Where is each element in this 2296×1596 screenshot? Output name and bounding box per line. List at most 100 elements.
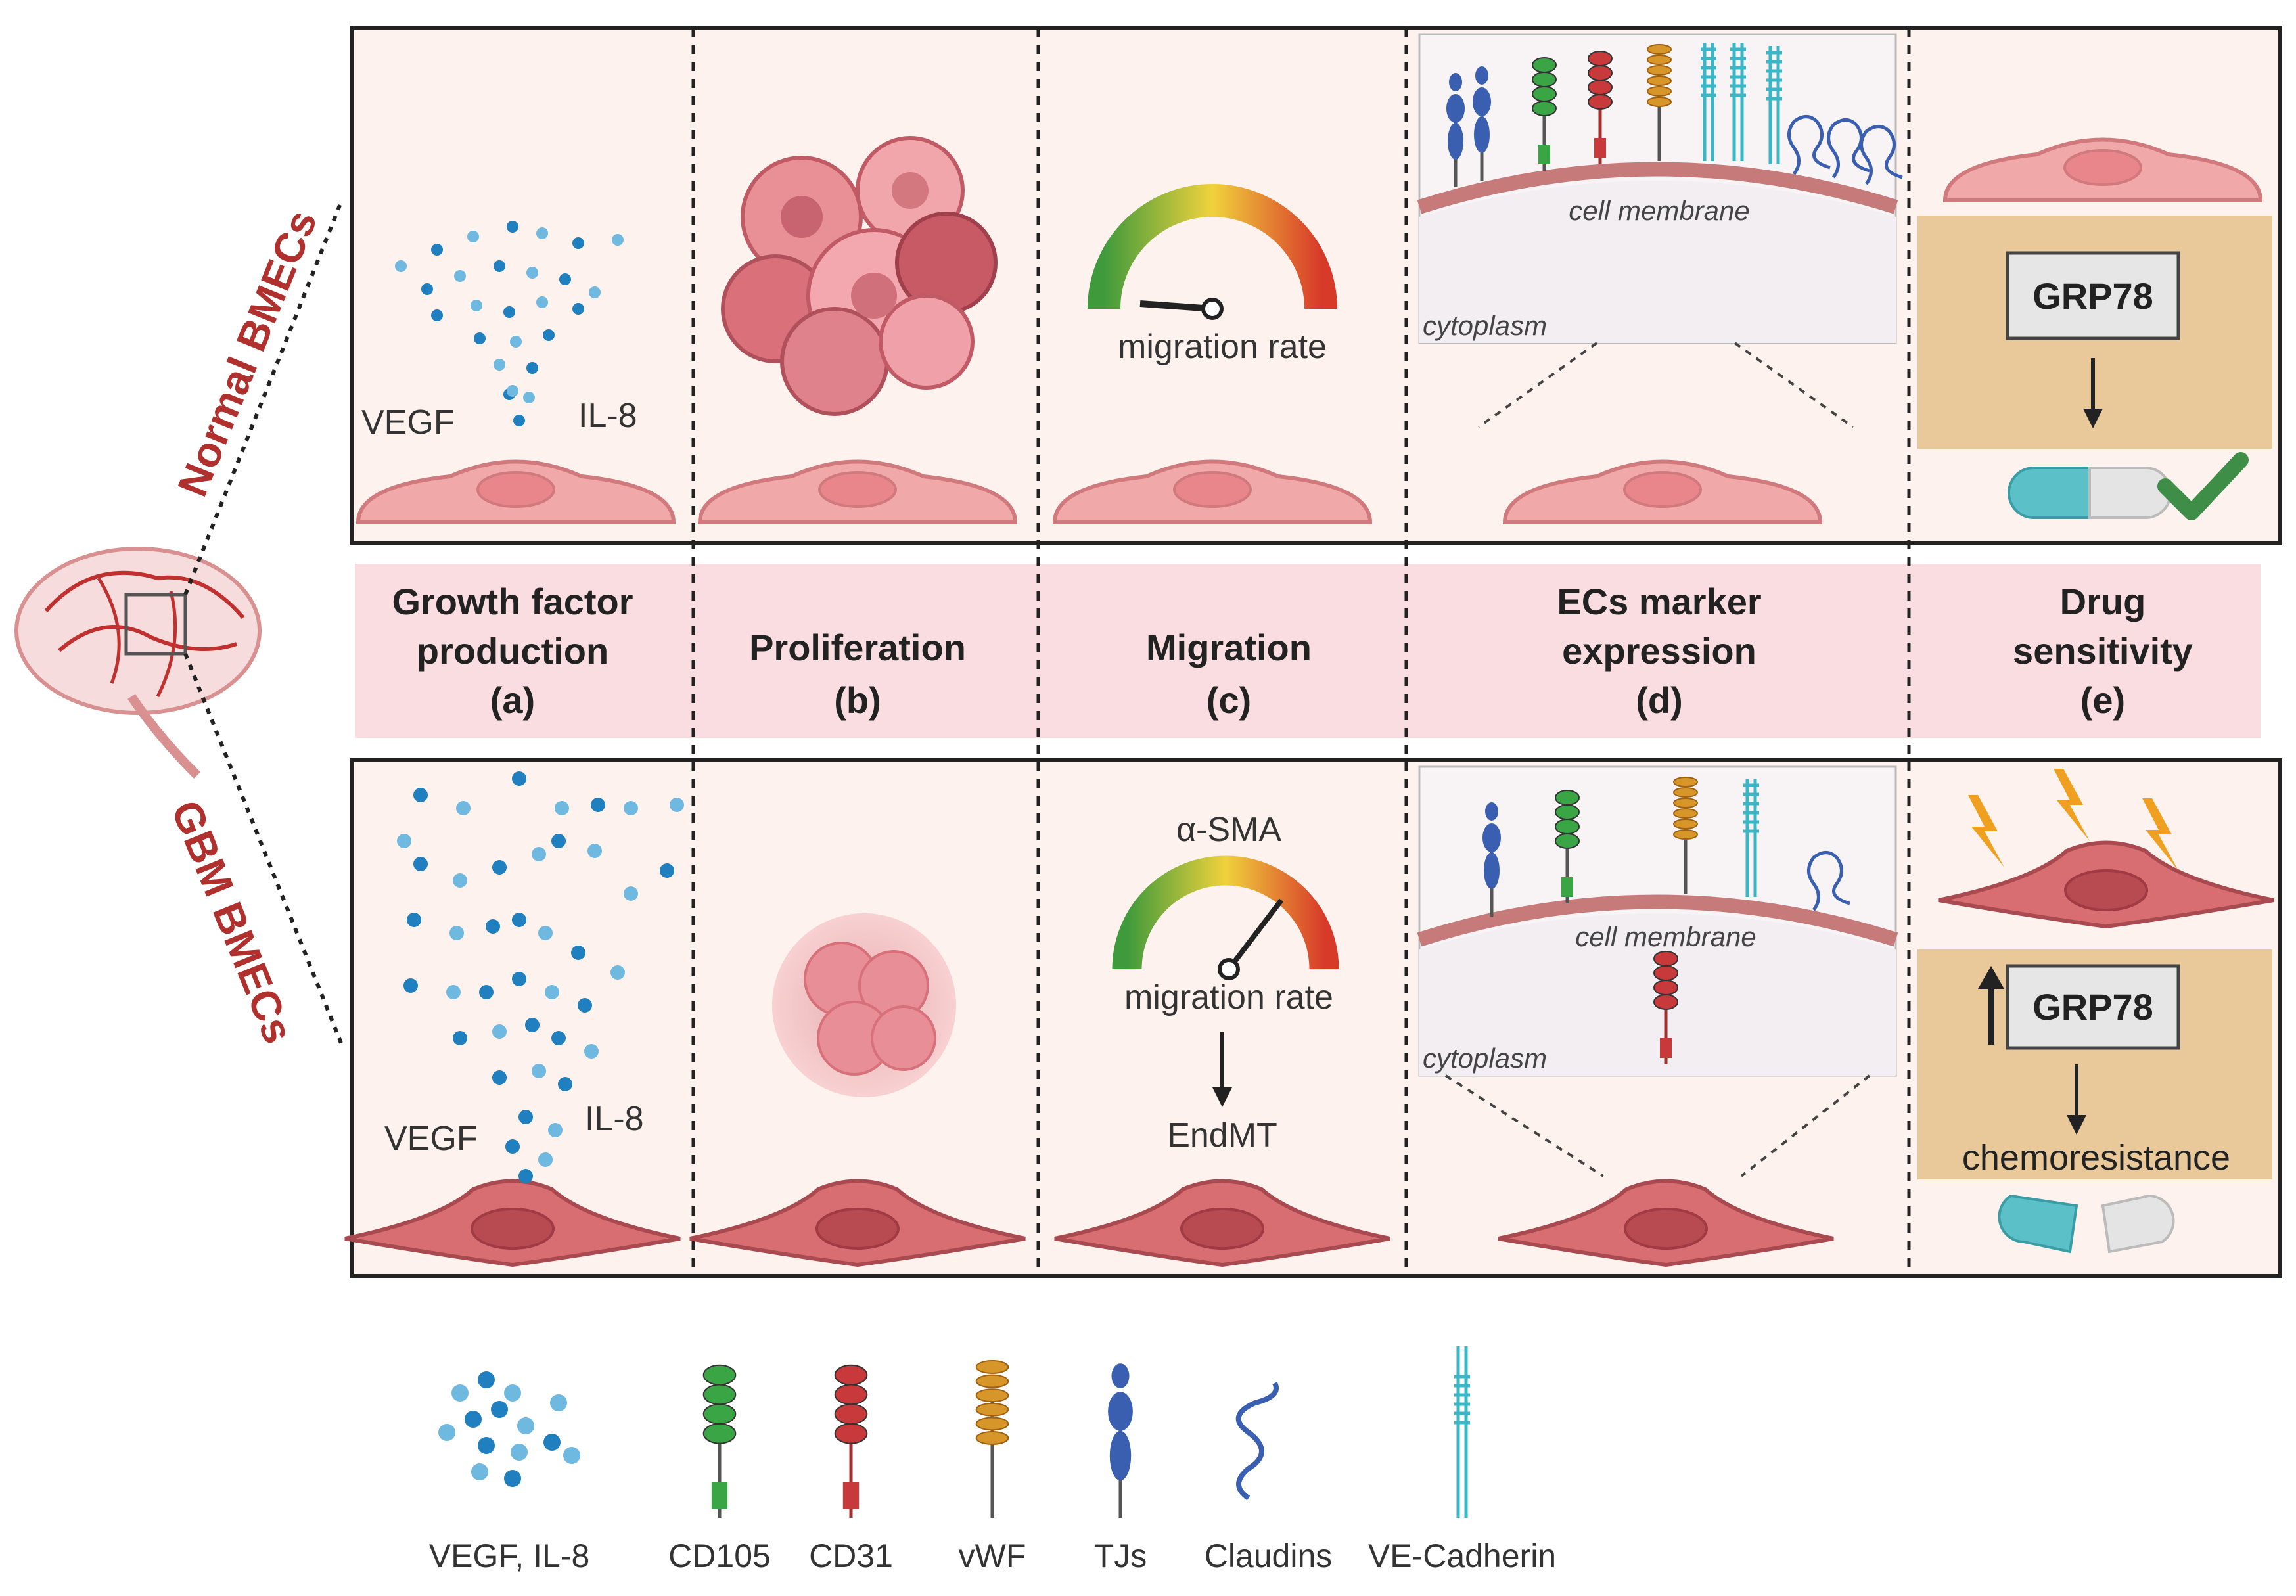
- growth-factor-dot: [505, 1139, 520, 1154]
- growth-factor-dot: [467, 231, 479, 242]
- growth-factor-dot: [471, 300, 482, 311]
- vegf-label-normal: VEGF: [361, 403, 455, 442]
- il8-label-normal: IL-8: [578, 397, 637, 435]
- growth-factor-dot: [551, 1031, 566, 1045]
- il8-label-gbm: IL-8: [585, 1100, 644, 1138]
- growth-factor-dot: [624, 801, 638, 815]
- chemoresistance-label: chemoresistance: [1962, 1138, 2230, 1177]
- alpha-sma-label: α-SMA: [1176, 811, 1281, 849]
- growth-factor-dot: [532, 847, 546, 861]
- arrow-head-grp78-normal: [2083, 409, 2103, 428]
- ve-receptor: [1766, 46, 1782, 164]
- arrow-head-chemoresistance: [2067, 1115, 2086, 1135]
- legend-label-vwf: vWF: [959, 1538, 1026, 1574]
- column-header-c: Migration (c): [1146, 627, 1312, 721]
- growth-factor-dot: [538, 926, 553, 940]
- growth-factor-dot: [526, 362, 538, 374]
- tj-receptor: [1446, 73, 1465, 187]
- growth-factor-dot: [670, 798, 684, 812]
- growth-factor-dot: [587, 844, 602, 858]
- growth-factor-dot: [421, 283, 433, 295]
- growth-factor-dot: [660, 863, 674, 878]
- endothelial-cell-gbm: [344, 1179, 681, 1267]
- growth-factor-dot: [523, 392, 535, 403]
- growth-factor-dot: [543, 329, 555, 341]
- dots-icon: [438, 1371, 580, 1487]
- growth-factor-dots-normal: [395, 221, 624, 426]
- column-header-d: ECs marker expression (d): [1557, 581, 1761, 721]
- cd105-receptor: [1532, 57, 1557, 171]
- svg-text:(c): (c): [1206, 679, 1251, 721]
- endothelial-cell-gbm: [689, 1179, 1026, 1267]
- growth-factor-dot: [403, 978, 418, 993]
- grp78-label-normal: GRP78: [2032, 275, 2153, 317]
- membrane-box-gbm: [1417, 765, 1898, 1177]
- growth-factor-dot: [584, 1044, 599, 1059]
- cell-membrane-label-normal: cell membrane: [1569, 195, 1749, 226]
- legend-label-cd31: CD31: [809, 1538, 893, 1574]
- growth-factor-dot: [538, 1152, 553, 1167]
- grp78-label-box-normal: [2006, 251, 2180, 340]
- tj-receptor: [1473, 66, 1491, 181]
- growth-factor-dot: [446, 985, 461, 999]
- growth-factor-dot: [456, 801, 471, 815]
- growth-factor-dot: [492, 860, 507, 875]
- column-header-b: Proliferation (b): [749, 627, 966, 721]
- legend: [438, 1346, 1470, 1518]
- gbm-cells: [344, 840, 2274, 1267]
- growth-factor-dot: [536, 227, 548, 239]
- svg-text:(e): (e): [2080, 679, 2125, 721]
- growth-factor-dot: [397, 834, 411, 848]
- legend-dot: [504, 1384, 521, 1402]
- column-header-a: Growth factor production (a): [392, 581, 633, 721]
- header-band: [355, 564, 2261, 738]
- svg-text:expression: expression: [1562, 630, 1756, 672]
- svg-text:(a): (a): [490, 679, 535, 721]
- legend-label-tjs: TJs: [1094, 1538, 1147, 1574]
- arrow-head-up-grp78: [1978, 966, 2004, 989]
- growth-factor-dots-gbm: [397, 771, 684, 1183]
- check-icon: [2157, 452, 2249, 520]
- legend-labels: VEGF, IL-8 CD105 CD31 vWF TJs Claudins V…: [429, 1538, 1556, 1574]
- migration-rate-label-normal: migration rate: [1118, 328, 1327, 366]
- growth-factor-dot: [518, 1110, 533, 1124]
- legend-dot: [491, 1401, 508, 1418]
- proliferation-cluster-gbm: [772, 913, 956, 1097]
- svg-text:sensitivity: sensitivity: [2013, 630, 2193, 672]
- growth-factor-dot: [572, 237, 584, 249]
- endothelial-cell-normal: [356, 459, 676, 524]
- cell-membrane-label-gbm: cell membrane: [1575, 921, 1756, 952]
- growth-factor-dot: [454, 270, 466, 282]
- growth-factor-dot: [612, 234, 624, 246]
- tj-receptor: [1482, 802, 1501, 917]
- growth-factor-dot: [507, 385, 518, 397]
- ve-receptor: [1743, 779, 1759, 897]
- legend-dot: [465, 1411, 482, 1428]
- growth-factor-dot: [512, 972, 526, 986]
- growth-factor-dot: [494, 260, 505, 272]
- normal-cells: [356, 137, 2263, 524]
- growth-factor-dot: [513, 415, 525, 426]
- growth-factor-dot: [526, 267, 538, 279]
- growth-factor-dot: [503, 306, 515, 318]
- growth-factor-dot: [413, 857, 428, 871]
- svg-text:Drug: Drug: [2060, 581, 2146, 622]
- column-dividers: [691, 28, 1911, 1276]
- growth-factor-dot: [453, 1031, 467, 1045]
- legend-dot: [478, 1371, 495, 1388]
- lightning-icons: [1968, 769, 2178, 871]
- legend-dot: [478, 1437, 495, 1454]
- growth-factor-dot: [449, 926, 464, 940]
- legend-dot: [471, 1463, 488, 1480]
- growth-factor-dot: [518, 1169, 533, 1183]
- growth-factor-dot: [578, 998, 592, 1013]
- growth-factor-dot: [492, 1024, 507, 1039]
- gauge-normal: [1088, 184, 1337, 320]
- tj-receptor: [1108, 1363, 1133, 1518]
- legend-dot: [563, 1447, 580, 1464]
- markers-gbm: [1482, 777, 1850, 1064]
- growth-factor-dot: [413, 788, 428, 802]
- svg-text:Growth factor: Growth factor: [392, 581, 633, 622]
- membrane-box-normal: [1417, 33, 1898, 428]
- claudin-receptor: [1807, 851, 1850, 911]
